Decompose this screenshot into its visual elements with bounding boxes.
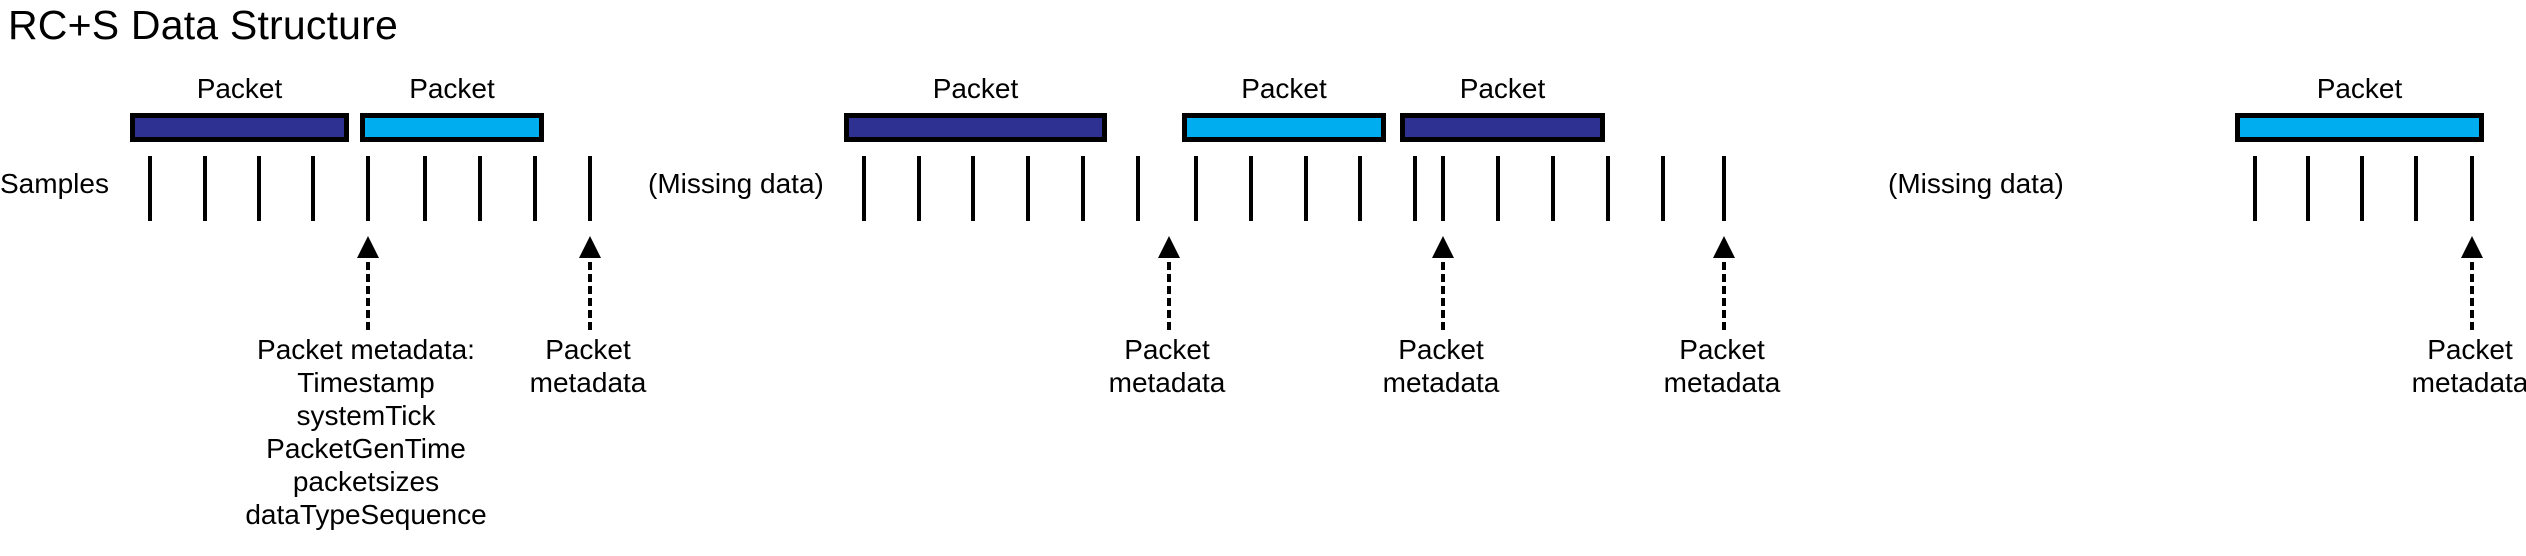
metadata-line: Packet bbox=[1124, 334, 1210, 365]
sample-tick bbox=[862, 156, 866, 221]
sample-tick bbox=[1249, 156, 1253, 221]
packet-caption: Packet bbox=[2316, 73, 2403, 104]
sample-tick bbox=[1496, 156, 1500, 221]
metadata-line: metadata bbox=[2411, 367, 2526, 398]
metadata-line: Timestamp bbox=[297, 367, 435, 398]
missing-data-2: (Missing data) bbox=[1888, 168, 2064, 199]
sample-tick bbox=[2253, 156, 2257, 221]
sample-tick bbox=[1358, 156, 1362, 221]
packet-bar bbox=[1400, 113, 1605, 142]
sample-tick bbox=[1026, 156, 1030, 221]
packet-bar bbox=[1182, 113, 1386, 142]
callout-arrow-icon bbox=[2461, 236, 2483, 258]
packet-bar bbox=[360, 113, 544, 142]
metadata-line: Packet bbox=[1679, 334, 1765, 365]
callout-dashed-line bbox=[2470, 262, 2474, 330]
metadata-line: Packet metadata: bbox=[257, 334, 475, 365]
sample-tick bbox=[478, 156, 482, 221]
packet-bar bbox=[130, 113, 349, 142]
callout-arrow-icon bbox=[1158, 236, 1180, 258]
callout-dashed-line bbox=[1722, 262, 1726, 330]
sample-tick bbox=[1413, 156, 1417, 221]
metadata-line: metadata bbox=[529, 367, 647, 398]
sample-tick bbox=[1606, 156, 1610, 221]
sample-tick bbox=[2306, 156, 2310, 221]
packet-bar bbox=[844, 113, 1107, 142]
packet-caption: Packet bbox=[409, 73, 495, 104]
sample-tick bbox=[2414, 156, 2418, 221]
sample-tick bbox=[533, 156, 537, 221]
packet-caption: Packet bbox=[1241, 73, 1327, 104]
sample-tick bbox=[1081, 156, 1085, 221]
packet-caption: Packet bbox=[196, 73, 283, 104]
metadata-line: Packet bbox=[545, 334, 631, 365]
page-title: RC+S Data Structure bbox=[8, 2, 399, 48]
missing-data-1: (Missing data) bbox=[648, 168, 824, 199]
sample-tick bbox=[257, 156, 261, 221]
sample-tick bbox=[1441, 156, 1445, 221]
callout-dashed-line bbox=[1167, 262, 1171, 330]
sample-tick bbox=[588, 156, 592, 221]
metadata-line: dataTypeSequence bbox=[245, 499, 487, 530]
metadata-line: PacketGenTime bbox=[266, 433, 466, 464]
sample-tick bbox=[2360, 156, 2364, 221]
callout-arrow-icon bbox=[357, 236, 379, 258]
callout-arrow-icon bbox=[1432, 236, 1454, 258]
sample-tick bbox=[1136, 156, 1140, 221]
sample-tick bbox=[1661, 156, 1665, 221]
callout-arrow-icon bbox=[579, 236, 601, 258]
sample-tick bbox=[366, 156, 370, 221]
sample-tick bbox=[1551, 156, 1555, 221]
metadata-line: metadata bbox=[1382, 367, 1500, 398]
samples-axis-label: Samples bbox=[0, 168, 109, 199]
packet-bar bbox=[2235, 113, 2484, 142]
sample-tick bbox=[917, 156, 921, 221]
sample-tick bbox=[2470, 156, 2474, 221]
sample-tick bbox=[1722, 156, 1726, 221]
sample-tick bbox=[1194, 156, 1198, 221]
metadata-line: metadata bbox=[1663, 367, 1781, 398]
metadata-line: Packet bbox=[1398, 334, 1484, 365]
sample-tick bbox=[971, 156, 975, 221]
metadata-line: packetsizes bbox=[292, 466, 440, 497]
callout-dashed-line bbox=[588, 262, 592, 330]
metadata-line: systemTick bbox=[296, 400, 436, 431]
packet-caption: Packet bbox=[932, 73, 1019, 104]
sample-tick bbox=[423, 156, 427, 221]
sample-tick bbox=[148, 156, 152, 221]
metadata-line: Packet bbox=[2427, 334, 2513, 365]
sample-tick bbox=[311, 156, 315, 221]
metadata-line: metadata bbox=[1108, 367, 1226, 398]
sample-tick bbox=[203, 156, 207, 221]
sample-tick bbox=[1304, 156, 1308, 221]
packet-caption: Packet bbox=[1459, 73, 1546, 104]
callout-dashed-line bbox=[1441, 262, 1445, 330]
callout-arrow-icon bbox=[1713, 236, 1735, 258]
callout-dashed-line bbox=[366, 262, 370, 330]
